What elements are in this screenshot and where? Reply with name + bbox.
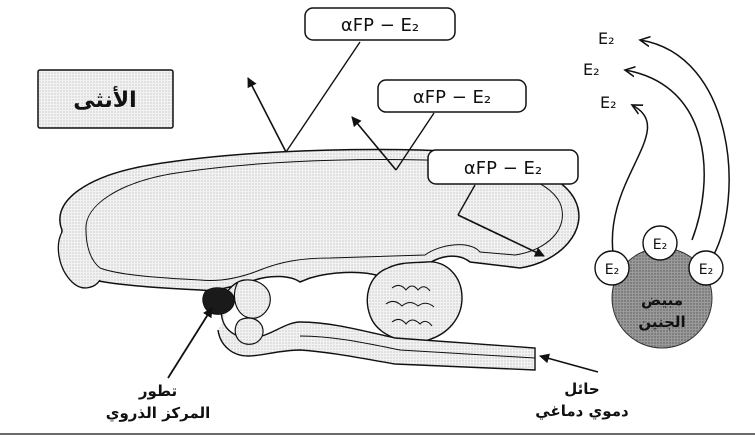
afp-box-3: αFP − E₂ [428, 150, 578, 184]
cerebellum [367, 262, 462, 342]
bbb-label-line1: حائل [564, 380, 599, 398]
ovary-label-line2: الجنين [638, 313, 685, 331]
afp-box-1: αFP − E₂ [305, 8, 455, 40]
fetal-ovary: مبيض الجنين E₂ E₂ E₂ [595, 226, 723, 348]
e2-release-arrows [612, 40, 729, 260]
nucleus-label-line1: تطور [138, 382, 177, 400]
e2-label-2: E₂ [583, 60, 600, 79]
bbb-label-line2: دموي دماغي [535, 402, 629, 421]
ovary-e2-1: E₂ [605, 262, 619, 278]
afp-label-3: αFP − E₂ [464, 158, 542, 179]
afp-box-2: αFP − E₂ [378, 80, 526, 112]
e2-label-1: E₂ [598, 29, 615, 48]
e2-label-3: E₂ [600, 93, 617, 112]
afp-label-2: αFP − E₂ [413, 87, 491, 108]
female-title: الأنثى [73, 85, 136, 113]
ovary-e2-3: E₂ [699, 262, 713, 278]
ovary-e2-2: E₂ [653, 237, 667, 253]
female-title-box: الأنثى [38, 70, 173, 128]
nucleus-label-line2: المركز الذروي [106, 404, 211, 423]
sexually-dimorphic-nucleus [203, 288, 234, 315]
bbb-callout: حائل دموي دماغي [535, 356, 629, 421]
nucleus-callout: تطور المركز الذروي [106, 308, 212, 423]
afp-label-1: αFP − E₂ [341, 15, 419, 36]
ovary-label-line1: مبيض [641, 291, 683, 309]
